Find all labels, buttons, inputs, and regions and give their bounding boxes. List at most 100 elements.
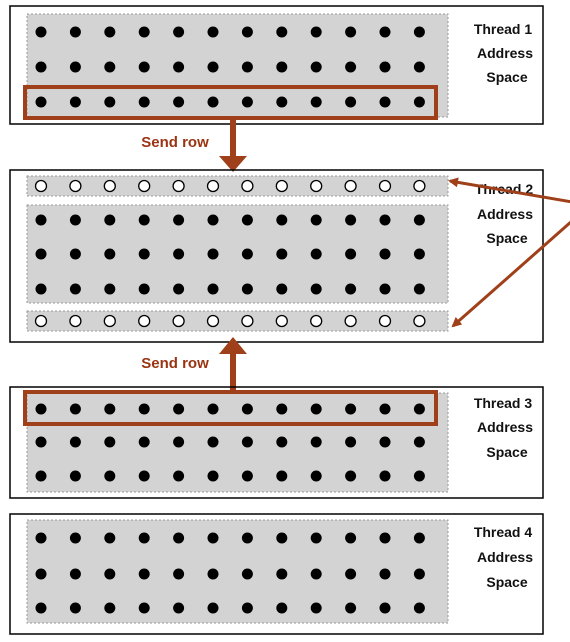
thread-2-space-label: Space <box>486 230 527 246</box>
cell-dot-thread-1-row-1-3 <box>104 26 116 38</box>
cell-dot-thread-4-row-2-11 <box>379 568 391 580</box>
thread-4-address-label: Address <box>477 549 533 565</box>
cell-dot-thread-4-row-1-5 <box>173 532 185 544</box>
thread-1-name: Thread 1 <box>474 21 533 37</box>
cell-dot-thread-1-row-3-12 <box>413 96 425 108</box>
cell-dot-thread-3-row-1-4 <box>138 403 150 415</box>
thread-4-grid <box>26 519 449 624</box>
cell-dot-thread-1-row-2-9 <box>310 61 322 73</box>
ghost-cell-dot-thread-2-ghost-row-top-dots-3 <box>103 179 116 193</box>
cell-dot-thread-3-row-3-5 <box>173 470 185 482</box>
ghost-cell-dot-thread-2-ghost-row-bottom-dots-4 <box>138 314 151 328</box>
cell-dot-thread-3-row-1-1 <box>35 403 47 415</box>
cell-dot-thread-1-row-3-5 <box>173 96 185 108</box>
cell-dot-thread-1-row-2-7 <box>241 61 253 73</box>
cell-dot-thread-1-row-2-5 <box>173 61 185 73</box>
cell-dot-thread-2-row-2-7 <box>241 248 253 260</box>
thread-1-space-label: Space <box>486 69 527 85</box>
ghost-cell-dot-thread-2-ghost-row-top-dots-4 <box>138 179 151 193</box>
thread-4-row-3 <box>35 602 425 614</box>
ghost-cell-dot-thread-2-ghost-row-bottom-dots-9 <box>310 314 323 328</box>
cell-dot-thread-1-row-3-9 <box>310 96 322 108</box>
cell-dot-thread-2-row-2-12 <box>413 248 425 260</box>
cell-dot-thread-4-row-1-6 <box>207 532 219 544</box>
cell-dot-thread-3-row-2-10 <box>345 436 357 448</box>
thread-4-name: Thread 4 <box>474 524 533 540</box>
cell-dot-thread-1-row-2-11 <box>379 61 391 73</box>
cell-dot-thread-4-row-2-12 <box>413 568 425 580</box>
cell-dot-thread-2-row-3-4 <box>138 283 150 295</box>
ghost-cell-dot-thread-2-ghost-row-top-dots-1 <box>34 179 48 193</box>
ghost-cell-dot-thread-2-ghost-row-top-dots-6 <box>206 179 220 193</box>
cell-dot-thread-4-row-2-10 <box>345 568 357 580</box>
thread-3-send-row-highlight <box>23 390 438 426</box>
thread-2-ghost-row-bottom-dots <box>34 314 426 328</box>
cell-dot-thread-3-row-2-5 <box>173 436 185 448</box>
ghost-cell-dot-thread-2-ghost-row-bottom-dots-1 <box>34 314 48 328</box>
cell-dot-thread-3-row-1-10 <box>345 403 357 415</box>
cell-dot-thread-4-row-3-11 <box>379 602 391 614</box>
cell-dot-thread-2-row-3-10 <box>345 283 357 295</box>
thread-1-row-3 <box>35 96 425 108</box>
cell-dot-thread-2-row-3-6 <box>207 283 219 295</box>
cell-dot-thread-3-row-1-6 <box>207 403 219 415</box>
cell-dot-thread-4-row-1-1 <box>35 532 47 544</box>
cell-dot-thread-1-row-3-2 <box>69 96 81 108</box>
cell-dot-thread-4-row-1-10 <box>345 532 357 544</box>
cell-dot-thread-2-row-1-4 <box>138 214 150 226</box>
thread-4-row-1 <box>35 532 425 544</box>
ghost-cell-dot-thread-2-ghost-row-bottom-dots-6 <box>206 314 220 328</box>
cell-dot-thread-2-row-3-3 <box>104 283 116 295</box>
cell-dot-thread-4-row-2-9 <box>310 568 322 580</box>
cell-dot-thread-4-row-1-9 <box>310 532 322 544</box>
ghost-cell-dot-thread-2-ghost-row-bottom-dots-8 <box>275 314 288 328</box>
cell-dot-thread-2-row-1-9 <box>310 214 322 226</box>
send-row-arrow-down-head <box>219 156 247 172</box>
ghost-cell-dot-thread-2-ghost-row-top-dots-5 <box>172 179 185 193</box>
thread-2-address-label: Address <box>477 206 533 222</box>
ghost-cell-dot-thread-2-ghost-row-bottom-dots-3 <box>103 314 116 328</box>
cell-dot-thread-1-row-1-1 <box>35 26 47 38</box>
cell-dot-thread-2-row-3-11 <box>379 283 391 295</box>
cell-dot-thread-4-row-3-6 <box>207 602 219 614</box>
cell-dot-thread-3-row-3-12 <box>413 470 425 482</box>
cell-dot-thread-4-row-3-8 <box>276 602 288 614</box>
cell-dot-thread-1-row-1-11 <box>379 26 391 38</box>
send-row-label-2: Send row <box>141 355 209 372</box>
thread-1-address-space: Thread 1 Address Space <box>9 5 544 125</box>
cell-dot-thread-3-row-1-5 <box>173 403 185 415</box>
cell-dot-thread-3-row-1-11 <box>379 403 391 415</box>
ghost-cell-dot-thread-2-ghost-row-bottom-dots-11 <box>378 314 392 328</box>
cell-dot-thread-3-row-2-4 <box>138 436 150 448</box>
ghost-cell-dot-thread-2-ghost-row-top-dots-10 <box>344 179 357 193</box>
cell-dot-thread-2-row-2-10 <box>345 248 357 260</box>
cell-dot-thread-4-row-3-5 <box>173 602 185 614</box>
cell-dot-thread-3-row-3-10 <box>345 470 357 482</box>
cell-dot-thread-2-row-1-6 <box>207 214 219 226</box>
cell-dot-thread-2-row-2-8 <box>276 248 288 260</box>
cell-dot-thread-4-row-2-3 <box>104 568 116 580</box>
cell-dot-thread-3-row-3-11 <box>379 470 391 482</box>
thread-3-box <box>9 386 544 499</box>
thread-1-grid <box>26 13 449 118</box>
cell-dot-thread-1-row-3-1 <box>35 96 47 108</box>
cell-dot-thread-1-row-2-1 <box>35 61 47 73</box>
cell-dot-thread-3-row-3-7 <box>241 470 253 482</box>
cell-dot-thread-2-row-1-10 <box>345 214 357 226</box>
cell-dot-thread-4-row-3-2 <box>69 602 81 614</box>
thread-2-address-space: Thread 2 Address Space <box>9 169 544 343</box>
thread-2-ghost-row-top <box>26 175 449 197</box>
cell-dot-thread-4-row-3-7 <box>241 602 253 614</box>
cell-dot-thread-3-row-2-11 <box>379 436 391 448</box>
cell-dot-thread-1-row-2-6 <box>207 61 219 73</box>
thread-2-ghost-row-top-dots <box>34 179 426 193</box>
cell-dot-thread-1-row-1-4 <box>138 26 150 38</box>
thread-1-send-row-highlight <box>23 85 438 120</box>
cell-dot-thread-1-row-3-7 <box>241 96 253 108</box>
cell-dot-thread-4-row-1-12 <box>413 532 425 544</box>
cell-dot-thread-2-row-2-4 <box>138 248 150 260</box>
ghost-cell-dot-thread-2-ghost-row-top-dots-9 <box>310 179 323 193</box>
cell-dot-thread-1-row-3-11 <box>379 96 391 108</box>
cell-dot-thread-4-row-2-8 <box>276 568 288 580</box>
cell-dot-thread-1-row-1-7 <box>241 26 253 38</box>
